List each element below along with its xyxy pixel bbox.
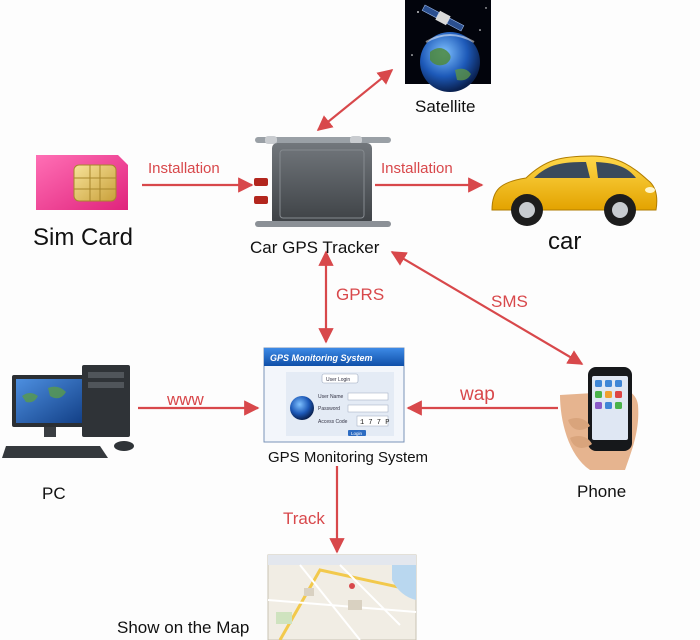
node-map-label: Show on the Map xyxy=(117,618,250,637)
node-sim-card-label: Sim Card xyxy=(33,224,134,251)
satellite-image xyxy=(405,0,491,92)
screen-code: 1 7 7 P xyxy=(360,419,389,427)
edge-sms-label: SMS xyxy=(491,292,528,311)
arrow-tracker-satellite xyxy=(316,69,394,131)
node-tracker-label: Car GPS Tracker xyxy=(250,238,380,257)
node-satellite-label: Satellite xyxy=(415,97,476,116)
screen-field-user: User Name xyxy=(318,394,344,400)
node-monitoring-label: GPS Monitoring System xyxy=(268,449,429,466)
sim-card-image xyxy=(36,155,128,210)
arrow-sms xyxy=(390,251,584,365)
pc-image xyxy=(2,365,134,458)
screen-login-button[interactable]: User Login xyxy=(326,377,350,383)
car-image xyxy=(491,155,658,226)
screen-field-code: Access Code xyxy=(318,419,348,425)
tracker-image xyxy=(254,136,391,227)
phone-image xyxy=(560,367,639,470)
screen-title: GPS Monitoring System xyxy=(270,353,373,363)
edge-car-install-label: Installation xyxy=(381,160,453,177)
node-pc-label: PC xyxy=(42,484,66,503)
arrows xyxy=(138,69,584,554)
monitoring-screen: GPS Monitoring System User Login User Na… xyxy=(263,347,405,443)
node-car-label: car xyxy=(548,228,582,255)
screen-field-pass: Password xyxy=(318,406,340,412)
node-phone-label: Phone xyxy=(577,482,627,501)
edge-wap-label: wap xyxy=(460,384,495,405)
edge-sim-install-label: Installation xyxy=(148,160,220,177)
edge-gprs-label: GPRS xyxy=(336,285,385,304)
screen-submit[interactable]: Login xyxy=(351,431,363,436)
map-image xyxy=(267,554,417,640)
edge-www-label: www xyxy=(167,390,204,409)
edge-track-label: Track xyxy=(283,509,325,528)
